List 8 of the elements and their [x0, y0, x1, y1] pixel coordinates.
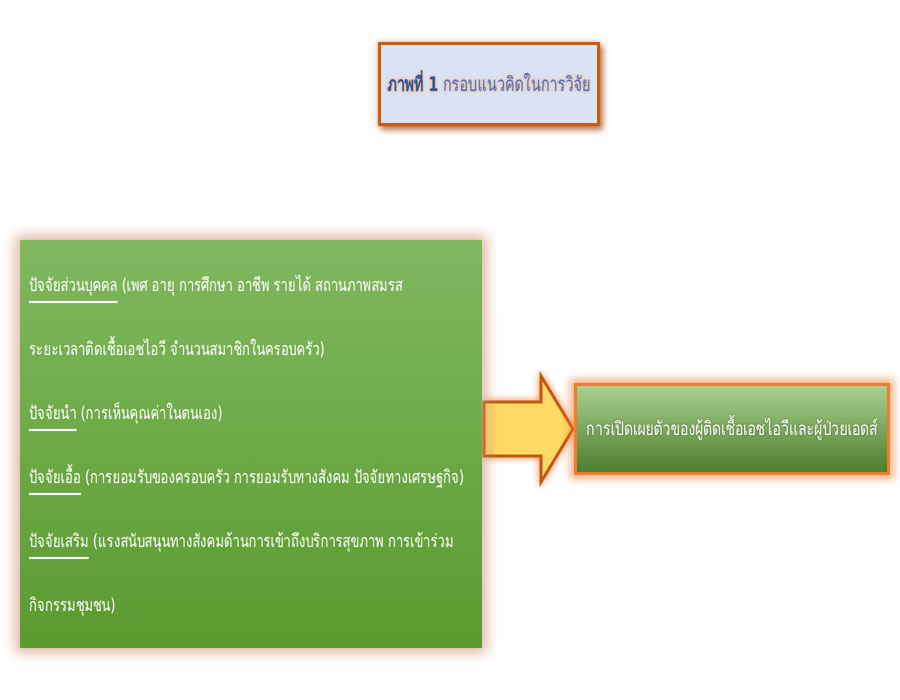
factor-paragraph: ปัจจัยส่วนบุคคล (เพศ อายุ การศึกษา อาชีพ รายได้ สถานภาพสมรส ระยะเวลาติดเชื้อเอชไอวี จำนวนสมาชิกในครอบครัว) — [29, 274, 404, 362]
outcome-box — [574, 383, 890, 475]
factor-box — [20, 240, 482, 648]
outcome-text: การเปิดเผยตัวของผู้ติดเชื้อเอชไอวีและผู้ป่วยเอดส์ — [586, 414, 878, 444]
factor-paragraph: ปัจจัยเสริม (แรงสนับสนุนทางสังคมด้านการเข้าถึงบริการสุขภาพ การเข้าร่วมกิจกรรมชุมชน) — [29, 530, 454, 618]
title-box: ภาพที่ 1 กรอบแนวคิดในการวิจัย — [378, 42, 600, 126]
block-arrow — [482, 370, 575, 488]
factor-paragraph: ปัจจัยเอื้อ (การยอมรับของครอบครัว การยอมรับทางสังคม ปัจจัยทางเศรษฐกิจ) — [29, 446, 480, 510]
